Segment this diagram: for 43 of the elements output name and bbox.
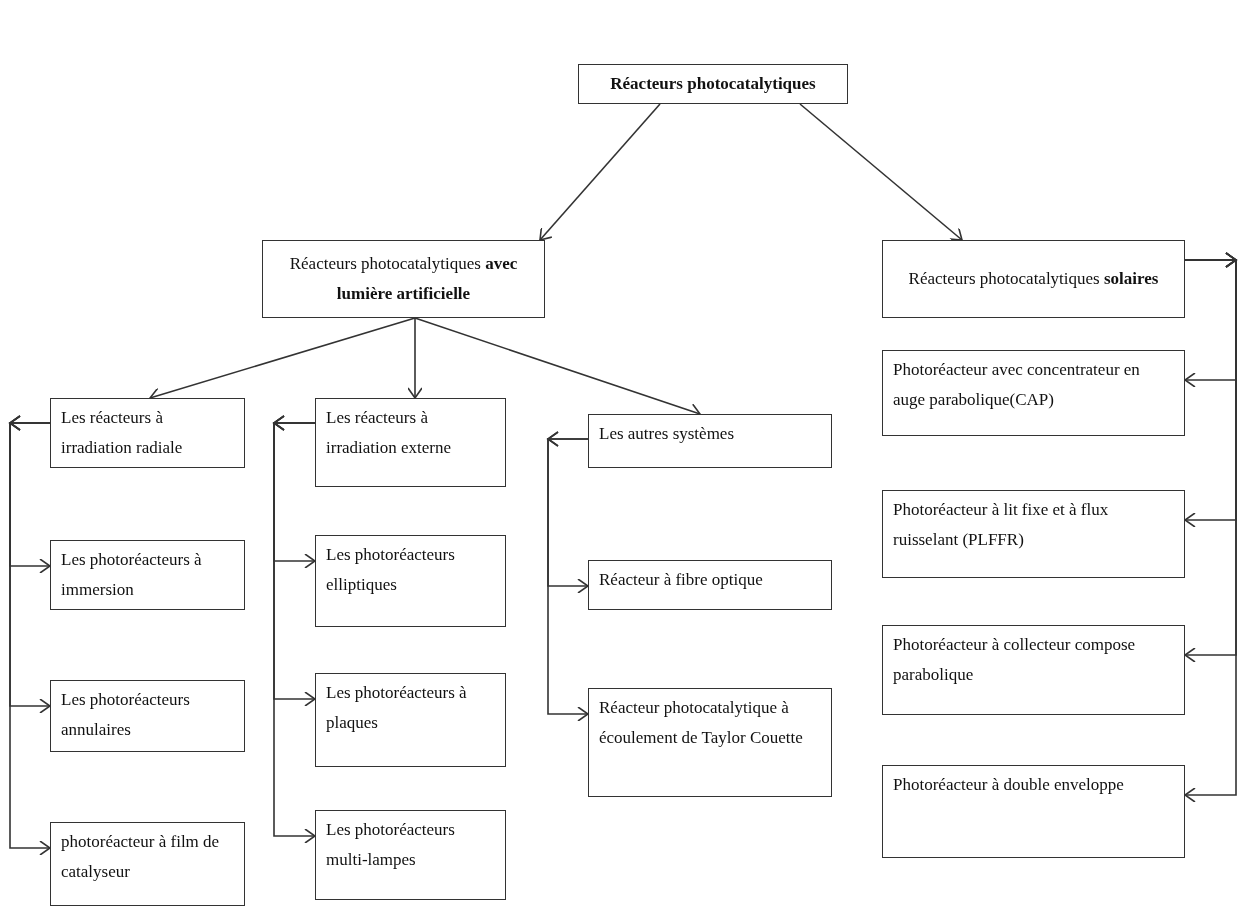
box-label: Réacteurs photocatalytiques <box>610 73 816 96</box>
process-box <box>882 625 1185 715</box>
process-box <box>50 822 245 906</box>
box-label: Photoréacteur à lit fixe et à flux ruisselant (PLFFR) <box>893 499 1110 551</box>
process-box <box>50 680 245 752</box>
arrow <box>539 103 661 241</box>
process-box <box>315 535 506 627</box>
process-box <box>588 560 832 610</box>
process-box <box>315 673 506 767</box>
process-box <box>315 398 506 487</box>
box-label: Photoréacteur à double enveloppe <box>893 774 1124 796</box>
box-label: Les photoréacteurs elliptiques <box>326 544 456 596</box>
arrow <box>546 431 589 722</box>
process-box <box>882 490 1185 578</box>
box-label: Réacteur à fibre optique <box>599 569 763 591</box>
process-box <box>882 765 1185 858</box>
process-box <box>882 240 1185 318</box>
box-label: Les réacteurs à irradiation externe <box>326 407 453 459</box>
process-box <box>50 398 245 468</box>
process-box <box>578 64 848 104</box>
box-label: Les photoréacteurs multi-lampes <box>326 819 456 871</box>
box-label: Les réacteurs à irradiation radiale <box>61 407 184 459</box>
arrow <box>1184 252 1238 803</box>
box-label: Photoréacteur avec concentrateur en auge parabolique(CAP) <box>893 359 1141 411</box>
box-label: Réacteur photocatalytique à écoulement de Taylor Couette <box>599 697 804 749</box>
process-box <box>315 810 506 900</box>
box-label: Les photoréacteurs à immersion <box>61 549 203 601</box>
process-box <box>882 350 1185 436</box>
process-box <box>50 540 245 610</box>
box-label: Réacteurs photocatalytiques avec lumière artificielle <box>288 253 519 305</box>
box-label: Les photoréacteurs annulaires <box>61 689 191 741</box>
box-label: Photoréacteur à collecteur compose parabolique <box>893 634 1137 686</box>
process-box <box>588 688 832 797</box>
box-label: photoréacteur à film de catalyseur <box>61 831 221 883</box>
process-box <box>262 240 545 318</box>
arrow <box>272 415 316 844</box>
arrow <box>407 317 423 399</box>
arrow <box>799 103 963 241</box>
box-label: Réacteurs photocatalytiques solaires <box>908 268 1159 291</box>
process-box <box>588 414 832 468</box>
box-label: Les photoréacteurs à plaques <box>326 682 468 734</box>
box-label: Les autres systèmes <box>599 423 735 445</box>
arrow <box>8 415 51 856</box>
